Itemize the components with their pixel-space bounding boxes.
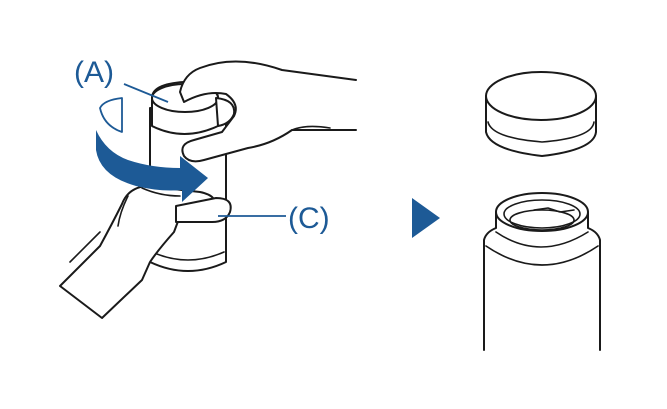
rotation-arrow-icon [96, 97, 208, 202]
open-bottle [483, 192, 601, 351]
step-arrow-icon [412, 198, 440, 238]
leader-line-a [123, 83, 169, 103]
label-a: (A) [74, 56, 114, 89]
right-illustration [483, 71, 601, 351]
lower-hand [59, 185, 232, 319]
removed-lid [485, 71, 597, 157]
upper-hand [179, 60, 357, 163]
label-c: (C) [288, 202, 330, 235]
left-illustration: (A) (C) [59, 56, 357, 319]
